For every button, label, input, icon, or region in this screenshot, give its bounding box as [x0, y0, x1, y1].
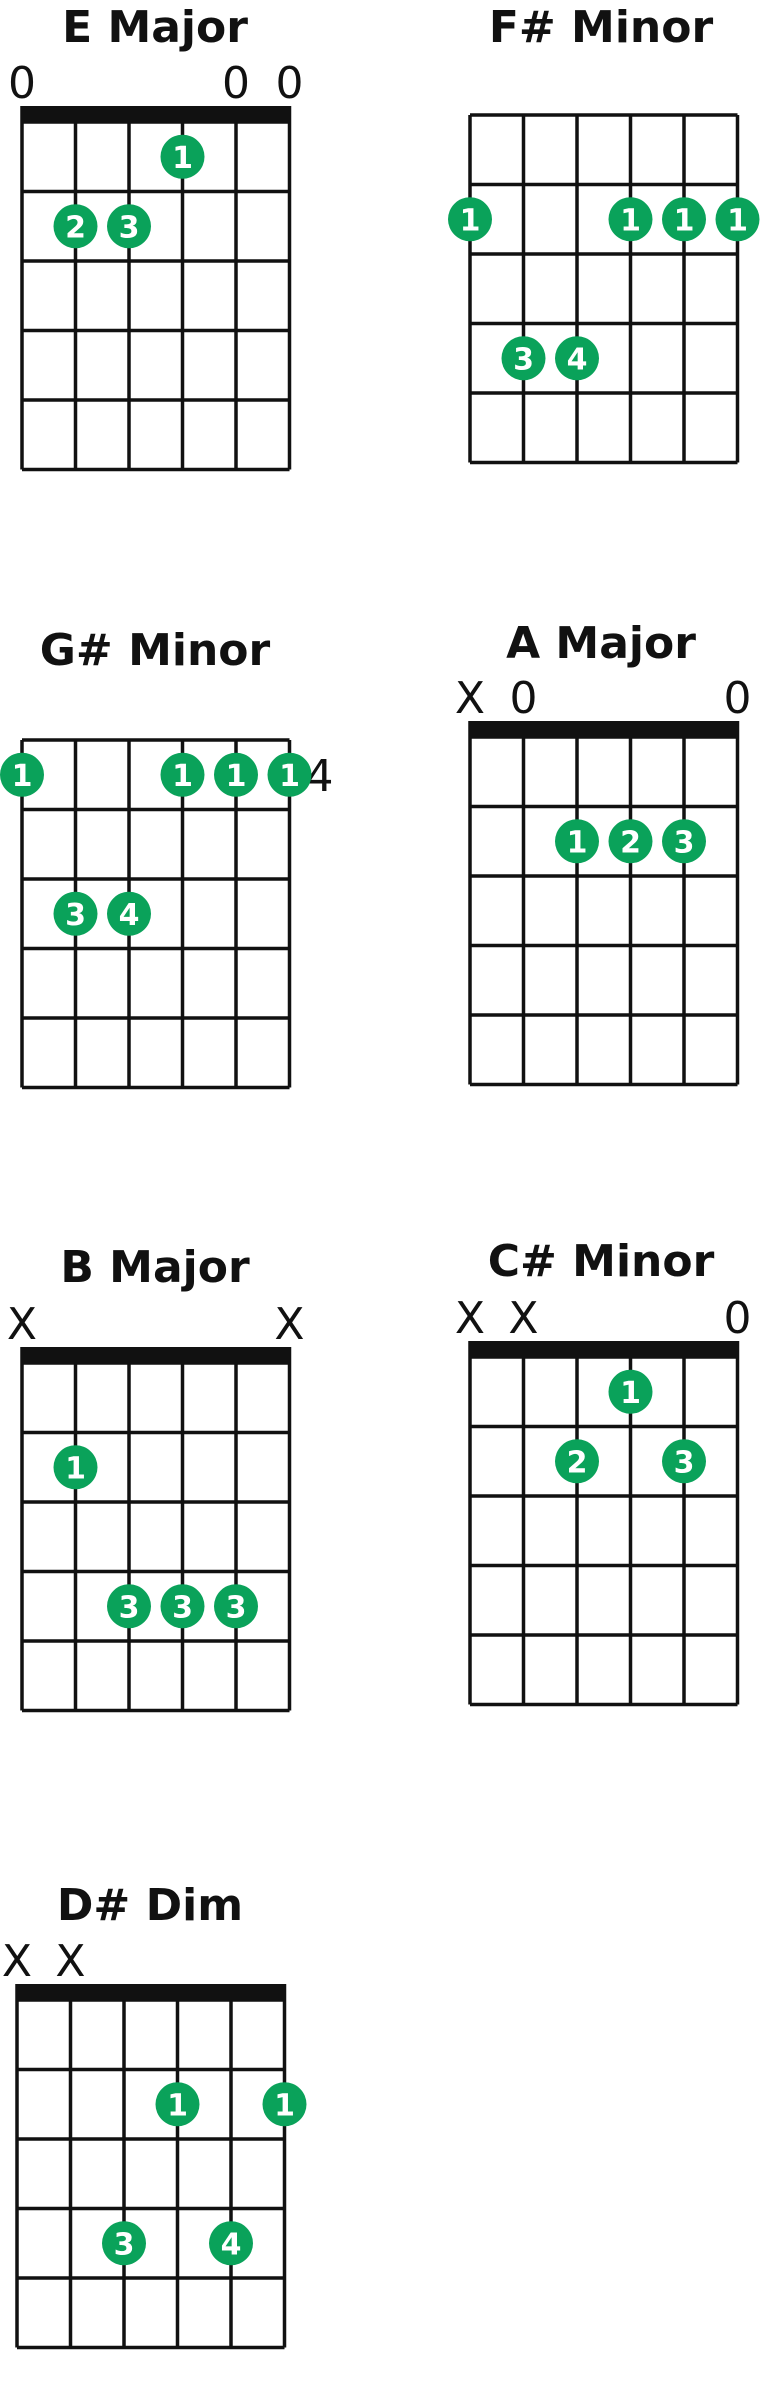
- chord-b-major-finger-label-1: 1: [65, 1451, 86, 1486]
- chord-b-major-finger-dot-3: [160, 1584, 205, 1629]
- chord-f-sharp-minor-finger-dot-2: [608, 197, 653, 242]
- chord-f-sharp-minor-finger-dot-3: [662, 197, 706, 242]
- chord-c-sharp-minor-finger-label-1: 1: [620, 1376, 641, 1411]
- chord-d-sharp-dim-title: D# Dim: [57, 1880, 243, 1931]
- chord-a-major-finger-label-3: 3: [674, 825, 695, 860]
- chord-g-sharp-minor-title: G# Minor: [40, 625, 271, 676]
- chord-b-major-finger-dot-4: [214, 1584, 258, 1629]
- chord-d-sharp-dim-finger-dot-3: [102, 2221, 146, 2266]
- chord-b-major-finger-label-4: 3: [226, 1590, 247, 1625]
- chord-b-major-finger-label-3: 3: [172, 1590, 193, 1625]
- chord-b-major-muted-marker-1: X: [7, 1299, 37, 1350]
- chord-a-major-muted-marker-1: X: [455, 673, 485, 724]
- chord-f-sharp-minor-finger-label-1: 1: [460, 203, 481, 238]
- chord-g-sharp-minor-finger-label-6: 4: [119, 898, 140, 933]
- chord-a-major-finger-label-1: 1: [567, 825, 588, 860]
- chord-d-sharp-dim-nut: [15, 1984, 287, 2000]
- chord-a-major-finger-dot-2: [608, 819, 653, 864]
- chord-d-sharp-dim-finger-label-1: 1: [167, 2088, 188, 2123]
- chord-d-sharp-dim-finger-dot-4: [209, 2221, 253, 2266]
- chord-a-major-open-marker-2: 0: [510, 673, 538, 724]
- chord-e-major-open-marker-5: 0: [222, 58, 250, 109]
- chord-b-major-nut: [20, 1347, 292, 1363]
- chord-f-sharp-minor-finger-dot-5: [501, 336, 546, 381]
- chord-f-sharp-minor-finger-dot-1: [448, 197, 492, 242]
- chord-g-sharp-minor-finger-label-3: 1: [226, 759, 247, 794]
- chord-c-sharp-minor-open-marker-6: 0: [724, 1293, 752, 1344]
- chord-e-major-nut: [20, 106, 292, 122]
- chord-g-sharp-minor-finger-label-4: 1: [279, 759, 300, 794]
- chord-c-sharp-minor-finger-dot-3: [662, 1439, 706, 1484]
- chord-g-sharp-minor-finger-dot-2: [160, 752, 205, 797]
- chord-c-sharp-minor-muted-marker-2: X: [508, 1293, 538, 1344]
- chord-f-sharp-minor-finger-label-4: 1: [727, 203, 748, 238]
- chord-d-sharp-dim-finger-label-3: 3: [114, 2227, 135, 2262]
- chord-g-sharp-minor-finger-dot-4: [267, 752, 312, 797]
- chord-f-sharp-minor-finger-dot-4: [715, 197, 760, 242]
- chord-g-sharp-minor-finger-dot-6: [107, 891, 151, 936]
- chord-a-major-finger-dot-3: [662, 819, 706, 864]
- chord-f-sharp-minor-title: F# Minor: [489, 2, 714, 53]
- chord-d-sharp-dim-finger-dot-2: [262, 2082, 307, 2127]
- chord-f-sharp-minor-finger-label-5: 3: [513, 342, 534, 377]
- chord-d-sharp-dim-finger-label-4: 4: [221, 2227, 242, 2262]
- chord-e-major-finger-dot-2: [53, 204, 98, 249]
- chord-e-major-finger-label-1: 1: [172, 141, 193, 176]
- chord-b-major-title: B Major: [60, 1242, 250, 1293]
- chord-e-major-finger-label-2: 2: [65, 210, 86, 245]
- chord-d-sharp-dim-finger-label-2: 1: [274, 2088, 295, 2123]
- chord-c-sharp-minor-finger-label-3: 3: [674, 1445, 695, 1480]
- chord-a-major-nut: [468, 721, 740, 737]
- chord-c-sharp-minor-nut: [468, 1341, 740, 1357]
- chord-g-sharp-minor-finger-label-1: 1: [12, 759, 33, 794]
- chord-d-sharp-dim-muted-marker-1: X: [2, 1936, 32, 1987]
- chord-g-sharp-minor-finger-dot-5: [53, 891, 98, 936]
- chord-e-major-finger-dot-1: [160, 134, 205, 179]
- chord-e-major-title: E Major: [62, 2, 248, 53]
- chord-f-sharp-minor-finger-dot-6: [555, 336, 599, 381]
- chord-g-sharp-minor-finger-dot-1: [0, 752, 44, 797]
- chord-f-sharp-minor-finger-label-3: 1: [674, 203, 695, 238]
- chord-e-major-finger-dot-3: [107, 204, 151, 249]
- chord-b-major-finger-dot-2: [107, 1584, 151, 1629]
- chord-g-sharp-minor-finger-label-2: 1: [172, 759, 193, 794]
- chord-f-sharp-minor-finger-label-6: 4: [567, 342, 588, 377]
- chord-c-sharp-minor-title: C# Minor: [488, 1236, 715, 1287]
- chord-b-major-finger-label-2: 3: [119, 1590, 140, 1625]
- chord-e-major-open-marker-1: 0: [8, 58, 36, 109]
- chord-g-sharp-minor-finger-dot-3: [214, 752, 258, 797]
- chord-g-sharp-minor-finger-label-5: 3: [65, 898, 86, 933]
- chord-a-major-finger-dot-1: [555, 819, 599, 864]
- chord-c-sharp-minor-finger-dot-1: [608, 1369, 653, 1414]
- chord-a-major-title: A Major: [506, 618, 696, 669]
- chord-e-major-open-marker-6: 0: [276, 58, 304, 109]
- chord-c-sharp-minor-finger-label-2: 2: [567, 1445, 588, 1480]
- chord-f-sharp-minor-finger-label-2: 1: [620, 203, 641, 238]
- chord-c-sharp-minor-finger-dot-2: [555, 1439, 599, 1484]
- chord-b-major-muted-marker-6: X: [274, 1299, 304, 1350]
- chord-a-major-finger-label-2: 2: [620, 825, 641, 860]
- chord-e-major-finger-label-3: 3: [119, 210, 140, 245]
- chord-a-major-open-marker-6: 0: [724, 673, 752, 724]
- chord-d-sharp-dim-finger-dot-1: [155, 2082, 200, 2127]
- chord-c-sharp-minor-muted-marker-1: X: [455, 1293, 485, 1344]
- chord-b-major-finger-dot-1: [53, 1445, 98, 1490]
- chord-d-sharp-dim-muted-marker-2: X: [55, 1936, 85, 1987]
